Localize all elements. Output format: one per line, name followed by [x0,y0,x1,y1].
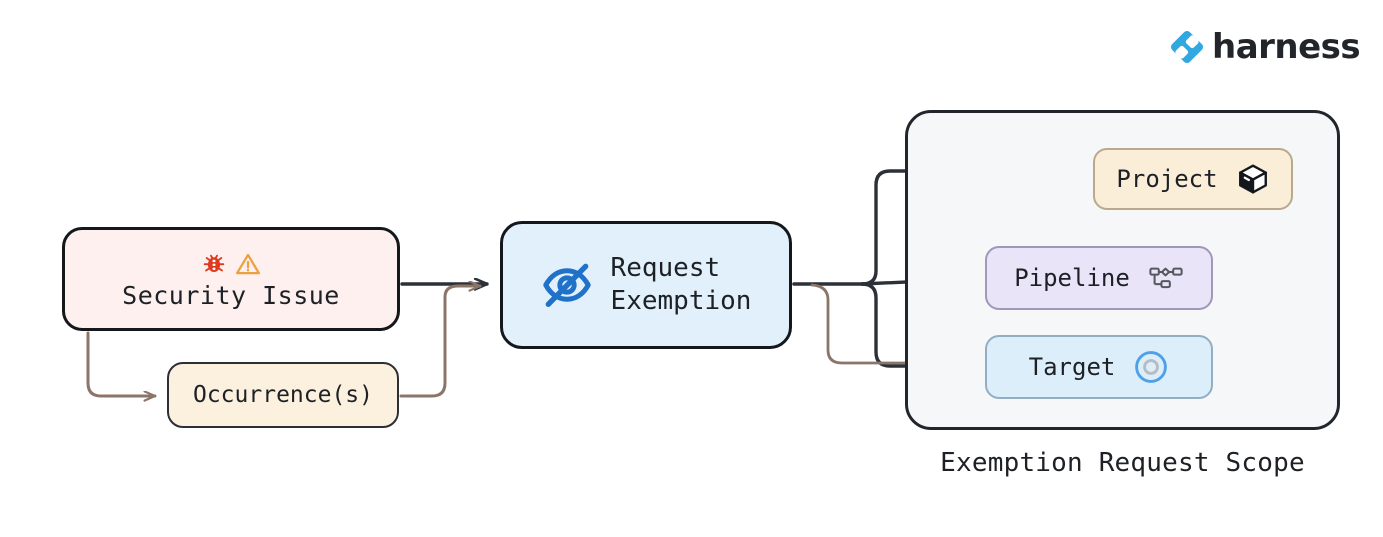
cube-icon [1238,164,1267,194]
node-occurrences[interactable]: Occurrence(s) [167,362,399,428]
node-project[interactable]: Project [1093,148,1293,210]
node-request-exemption-label: Request Exemption [610,252,752,316]
target-circle-icon [1135,351,1168,383]
pipeline-nodes-icon [1149,267,1183,289]
bug-icon [203,254,225,272]
node-request-exemption[interactable]: Request Exemption [500,221,792,349]
node-security-issue-label: Security Issue [122,280,340,310]
node-pipeline[interactable]: Pipeline [985,246,1213,310]
warning-triangle-icon [236,253,260,274]
edge-security-issue-to-occurrences [86,331,157,396]
node-occurrences-label: Occurrence(s) [192,382,373,408]
eye-off-icon [542,263,591,307]
node-target[interactable]: Target [985,335,1213,399]
harness-logo: harness [1168,27,1361,67]
exemption-request-scope-caption: Exemption Request Scope [940,448,1305,478]
node-pipeline-label: Pipeline [1014,264,1130,292]
node-security-issue[interactable]: Security Issue [62,227,400,331]
node-project-label: Project [1116,165,1218,193]
harness-wordmark: harness [1212,27,1361,67]
node-target-label: Target [1028,353,1116,381]
security-issue-icon-row [201,249,261,279]
harness-diamond-icon [1170,30,1204,64]
edge-occurrences-to-request-exemption [399,286,482,398]
